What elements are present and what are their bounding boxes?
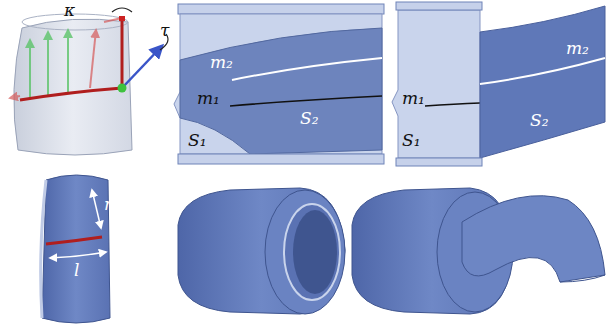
radius-label: r <box>104 196 112 213</box>
surface-label: S₂ <box>300 110 318 127</box>
surface-label: S₂ <box>530 112 548 129</box>
curve-label: m₁ <box>402 90 425 107</box>
curve-label: m₁ <box>197 90 220 107</box>
curve-label: m₂ <box>566 40 589 57</box>
curve-label: m₂ <box>210 54 233 71</box>
length-label: l <box>74 262 79 279</box>
tau-label: τ <box>160 22 169 39</box>
surface-label: S₁ <box>188 132 206 149</box>
surface-label: S₁ <box>402 132 420 149</box>
kappa-label: κ <box>64 2 75 19</box>
